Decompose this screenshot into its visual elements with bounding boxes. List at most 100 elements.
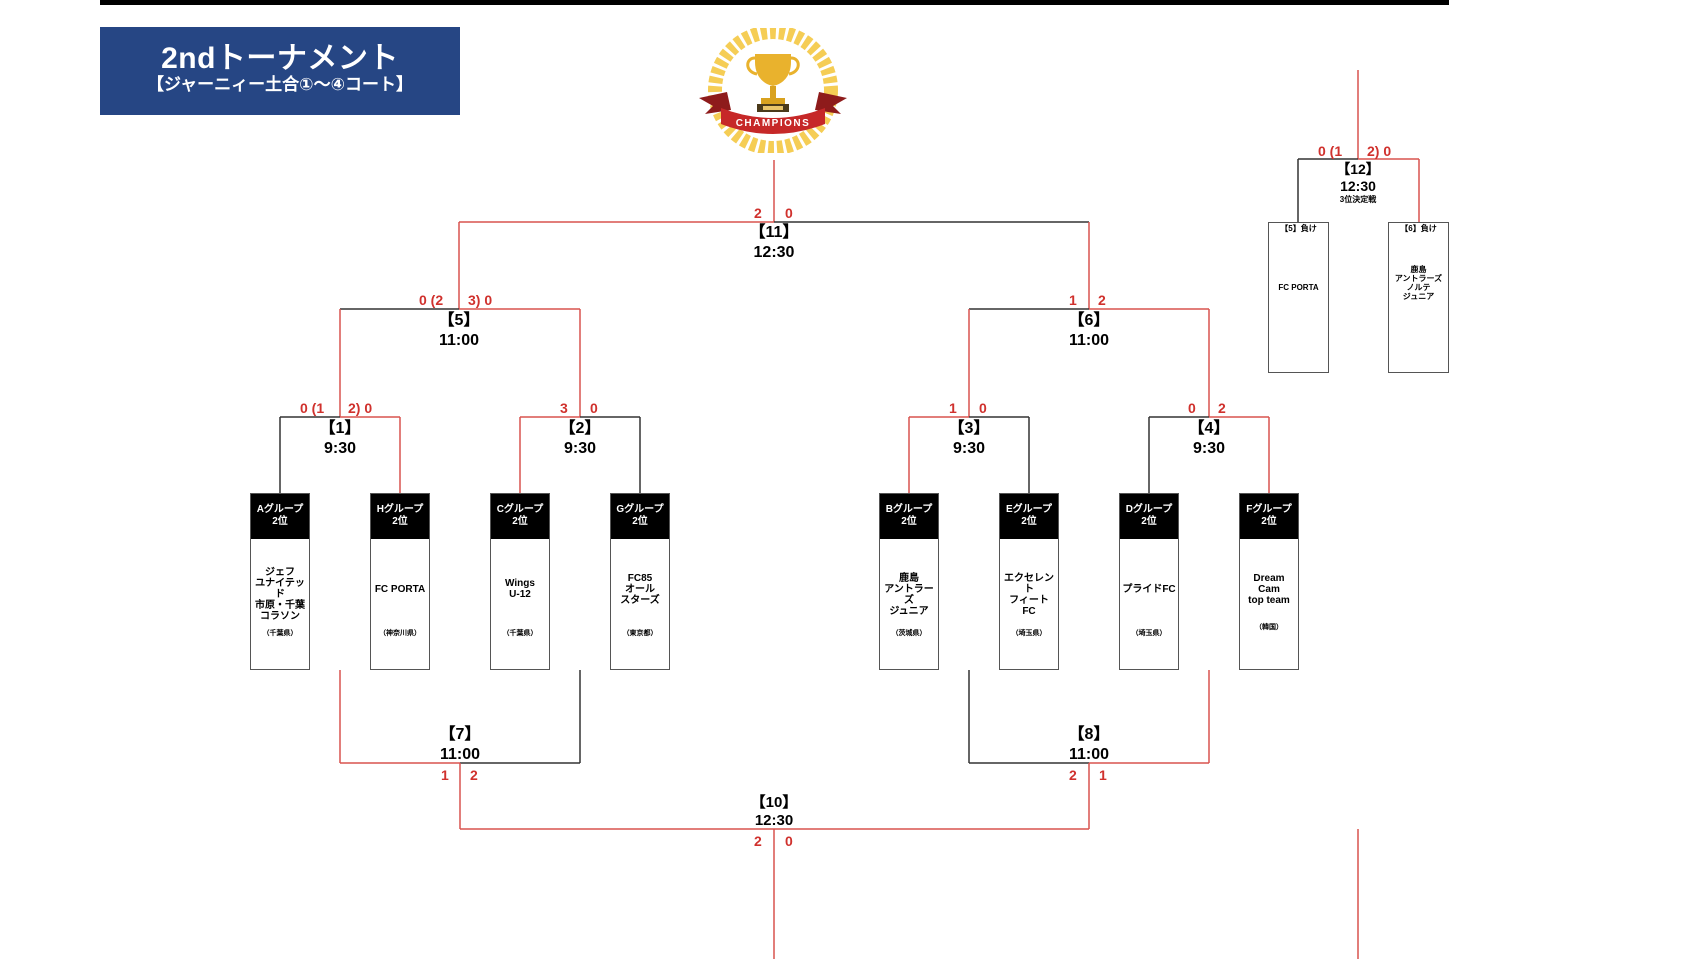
score-11-right: 0	[785, 205, 793, 221]
page-title: 2ndトーナメント	[161, 42, 399, 75]
group-label: Cグループ	[496, 504, 544, 515]
score-6-right: 2	[1098, 292, 1106, 308]
match-4: 【4】 9:30	[1159, 419, 1259, 459]
match-note: 3位決定戦	[1339, 195, 1377, 204]
score-6-left: 1	[1069, 292, 1077, 308]
score-3-left: 1	[949, 400, 957, 416]
score-12-right: 2) 0	[1367, 143, 1392, 159]
match-10: 【10】 12:30	[724, 794, 824, 830]
group-label: Dグループ	[1125, 504, 1173, 515]
match-time: 9:30	[563, 440, 597, 457]
match-time: 9:30	[323, 440, 357, 457]
page-subtitle: 【ジャーニィー土合①～④コート】	[147, 75, 413, 94]
group-rank: 2位	[272, 516, 288, 527]
third-place-source: 【5】負け	[1280, 224, 1317, 233]
team-prefecture: （埼玉県）	[1011, 630, 1047, 637]
group-label: Hグループ	[376, 504, 424, 515]
match-number: 【10】	[750, 794, 798, 811]
ribbon-banner	[699, 92, 847, 134]
score-10-left: 2	[754, 833, 762, 849]
team-name: FC PORTA	[374, 583, 426, 595]
score-4-right: 2	[1218, 400, 1226, 416]
match-12: 【12】 12:30 3位決定戦	[1308, 161, 1408, 204]
score-2-right: 0	[590, 400, 598, 416]
team-name: ジェフ ユナイテッド 市原・千葉 コラソン	[255, 567, 305, 622]
match-number: 【2】	[559, 420, 601, 437]
group-label: Gグループ	[616, 504, 664, 515]
trophy-laurel-icon: CHAMPIONS	[699, 28, 847, 153]
top-rule	[100, 0, 1449, 5]
match-number: 【11】	[749, 224, 799, 241]
match-time: 11:00	[1068, 332, 1110, 349]
match-6: 【6】 11:00	[1039, 311, 1139, 351]
team-name: 鹿島 アントラーズ ノルテ ジュニア	[1394, 265, 1443, 301]
match-time: 9:30	[1192, 440, 1226, 457]
third-place-team: 【5】負け FC PORTA	[1268, 222, 1329, 373]
trophy-cup-icon	[746, 54, 800, 112]
score-3-right: 0	[979, 400, 987, 416]
group-rank: 2位	[1261, 516, 1277, 527]
match-time: 12:30	[754, 812, 794, 829]
match-number: 【12】	[1336, 161, 1380, 177]
team-prefecture: （埼玉県）	[1131, 630, 1167, 637]
score-1-right: 2) 0	[348, 400, 373, 416]
title-banner: 2ndトーナメント 【ジャーニィー土合①～④コート】	[100, 27, 460, 115]
match-time: 12:30	[1340, 178, 1376, 194]
match-time: 11:00	[1068, 746, 1110, 763]
team-prefecture: （東京都）	[622, 630, 658, 637]
team-name: エクセレント フィート FC	[1004, 572, 1054, 617]
score-5-right: 3) 0	[468, 292, 493, 308]
match-1: 【1】 9:30	[290, 419, 390, 459]
group-rank: 2位	[1021, 516, 1037, 527]
group-rank: 2位	[901, 516, 917, 527]
match-time: 9:30	[952, 440, 986, 457]
match-number: 【7】	[439, 726, 481, 743]
team-name: Wings U-12	[505, 578, 535, 600]
match-7: 【7】 11:00	[410, 725, 510, 765]
score-11-left: 2	[754, 205, 762, 221]
team-name: FC PORTA	[1278, 283, 1319, 292]
match-number: 【5】	[438, 312, 480, 329]
match-number: 【1】	[319, 420, 361, 437]
team-name: FC85 オール スターズ	[620, 572, 660, 606]
match-number: 【3】	[948, 420, 990, 437]
team-name: 鹿島 アントラーズ ジュニア	[884, 572, 934, 617]
group-rank: 2位	[632, 516, 648, 527]
team-prefecture: （茨城県）	[891, 630, 927, 637]
team-prefecture: （千葉県）	[262, 630, 298, 637]
match-11: 【11】 12:30	[724, 223, 824, 263]
score-7-left: 1	[441, 767, 449, 783]
match-number: 【8】	[1068, 726, 1110, 743]
score-7-right: 2	[470, 767, 478, 783]
match-number: 【6】	[1068, 312, 1110, 329]
match-number: 【4】	[1188, 420, 1230, 437]
score-1-left: 0 (1	[300, 400, 325, 416]
laurel-wreath	[708, 28, 838, 153]
match-5: 【5】 11:00	[409, 311, 509, 351]
score-8-left: 2	[1069, 767, 1077, 783]
score-2-left: 3	[560, 400, 568, 416]
score-4-left: 0	[1188, 400, 1196, 416]
team-name: プライドFC	[1122, 583, 1176, 595]
match-3: 【3】 9:30	[919, 419, 1019, 459]
match-time: 11:00	[438, 332, 480, 349]
match-8: 【8】 11:00	[1039, 725, 1139, 765]
score-12-left: 0 (1	[1318, 143, 1343, 159]
score-10-right: 0	[785, 833, 793, 849]
group-label: Bグループ	[885, 504, 933, 515]
